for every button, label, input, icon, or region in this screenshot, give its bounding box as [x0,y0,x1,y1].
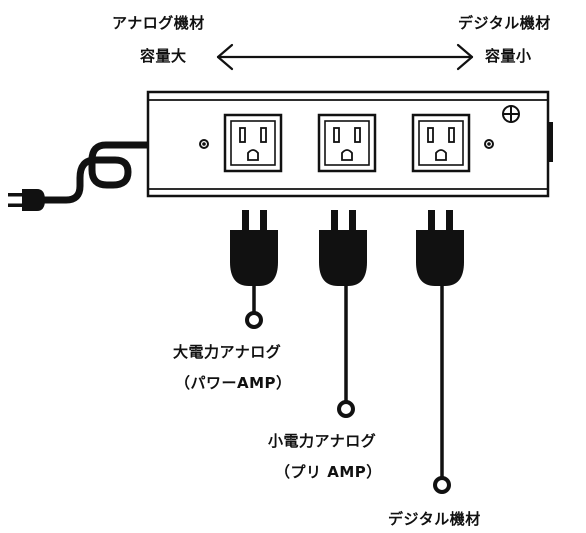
plug-label-pre-amp: 小電力アナログ [268,430,376,451]
plug-label-power-amp: 大電力アナログ [173,341,281,362]
plug-label-power-amp-sub: （パワーAMP） [175,372,292,393]
power-plug-icon [416,210,464,492]
power-plug-icon [8,189,45,211]
power-plug-icon [319,210,367,416]
double-arrow-icon [218,45,472,69]
plug-label-digital: デジタル機材 [388,508,481,529]
screw-icon [503,106,519,122]
plug-label-pre-amp-sub: （プリ AMP） [275,461,382,482]
power-cord [40,145,150,200]
power-plug-icon [230,210,278,327]
